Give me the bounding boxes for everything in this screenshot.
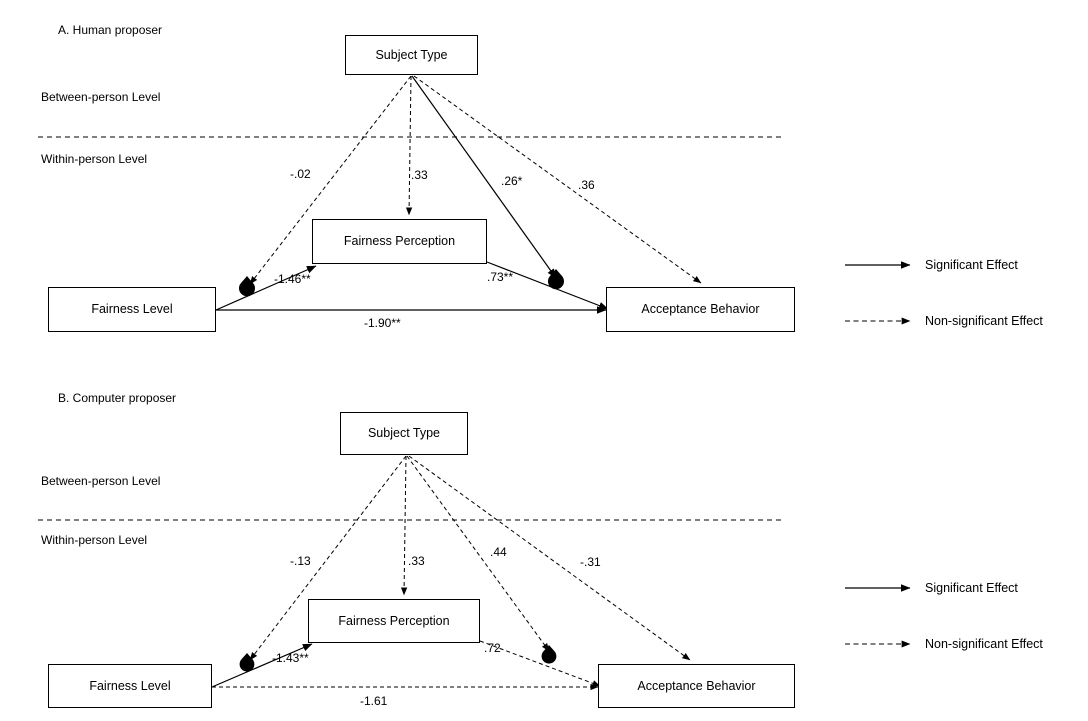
panel-a-node-subject-type-label: Subject Type — [375, 47, 448, 62]
panel-a-path-st-to-fp — [405, 75, 413, 216]
panel-b-legend-significant-label: Significant Effect — [925, 581, 1018, 595]
panel-b-slope-dot-fp-ab — [541, 645, 557, 664]
panel-b-coef-st-to-fl-fp-slope: -.13 — [290, 554, 311, 568]
panel-a-node-fairness-level[interactable]: Fairness Level — [48, 287, 216, 332]
panel-b-path-st-to-fl-fp-slope — [249, 455, 407, 661]
panel-b-coef-st-to-fp: .33 — [408, 554, 425, 568]
panel-a-title: A. Human proposer — [58, 23, 163, 37]
panel-b-graphics — [38, 455, 911, 691]
panel-a-graphics — [38, 75, 911, 325]
panel-b-node-fairness-perception[interactable]: Fairness Perception — [308, 599, 480, 643]
panel-a-path-fl-to-fp — [215, 265, 317, 311]
panel-a-between-person-label: Between-person Level — [41, 90, 161, 104]
panel-a-node-subject-type[interactable]: Subject Type — [345, 35, 478, 75]
panel-a-slope-dot-fl-fp — [239, 276, 255, 297]
panel-a-path-st-to-ab — [413, 75, 702, 284]
panel-b-slope-dot-fl-fp — [239, 653, 255, 672]
panel-b-node-subject-type[interactable]: Subject Type — [340, 412, 468, 455]
panel-a-coef-st-to-fl-fp-slope: -.02 — [290, 167, 311, 181]
panel-a-node-acceptance-behavior-label: Acceptance Behavior — [641, 302, 760, 316]
panel-b-within-person-label: Within-person Level — [41, 533, 148, 547]
panel-a-node-fairness-perception[interactable]: Fairness Perception — [312, 219, 487, 264]
panel-b-node-fairness-level-label: Fairness Level — [89, 678, 171, 693]
panel-b-title: B. Computer proposer — [58, 391, 177, 405]
panel-b-coef-fp-to-ab: .72 — [484, 641, 501, 655]
panel-b-legend-nonsignificant-label: Non-significant Effect — [925, 637, 1043, 651]
panel-a-legend-nonsignificant-label: Non-significant Effect — [925, 314, 1043, 328]
panel-a-coef-st-to-fp: .33 — [411, 168, 428, 182]
panel-b-path-st-to-fp-ab-slope — [406, 455, 550, 652]
panel-b-path-fl-to-fp — [211, 643, 313, 688]
panel-a-within-person-label: Within-person Level — [41, 152, 148, 166]
panel-b-coef-fl-to-ab: -1.61 — [360, 694, 388, 708]
panel-b-path-st-to-ab — [408, 455, 691, 661]
panel-b-node-acceptance-behavior-label: Acceptance Behavior — [637, 678, 756, 693]
panel-b-node-acceptance-behavior[interactable]: Acceptance Behavior — [598, 664, 795, 708]
panel-a-node-fairness-level-label: Fairness Level — [91, 302, 173, 316]
panel-b-coef-fl-to-fp: -1.43** — [272, 651, 309, 665]
panel-a-coef-fl-to-fp: -1.46** — [274, 272, 311, 286]
panel-b-path-st-to-fp — [400, 455, 408, 596]
panel-b-coef-st-to-ab: -.31 — [580, 555, 601, 569]
panel-a-coef-fl-to-ab: -1.90** — [364, 316, 401, 330]
panel-a-path-fp-to-ab — [486, 261, 609, 310]
panel-b-node-fairness-perception-label: Fairness Perception — [338, 613, 450, 628]
panel-b-node-subject-type-label: Subject Type — [367, 426, 441, 440]
panel-a-slope-dot-fp-ab — [548, 269, 564, 290]
panel-a-path-st-to-fl-fp-slope — [249, 75, 412, 285]
panel-a-node-fairness-perception-label: Fairness Perception — [343, 234, 456, 248]
panel-a-coef-st-to-ab: .36 — [578, 178, 595, 192]
panel-a-path-st-to-fp-ab-slope — [411, 75, 557, 279]
panel-b-node-fairness-level[interactable]: Fairness Level — [48, 664, 212, 708]
panel-a-node-acceptance-behavior[interactable]: Acceptance Behavior — [606, 287, 795, 332]
panel-a-coef-st-to-fp-ab-slope: .26* — [501, 174, 523, 188]
panel-a-coef-fp-to-ab: .73** — [487, 270, 514, 284]
panel-b-between-person-label: Between-person Level — [41, 474, 161, 488]
panel-b-coef-st-to-fp-ab-slope: .44 — [490, 545, 507, 559]
panel-a-legend-significant-label: Significant Effect — [925, 258, 1018, 272]
panel-b-path-fp-to-ab — [479, 640, 601, 687]
